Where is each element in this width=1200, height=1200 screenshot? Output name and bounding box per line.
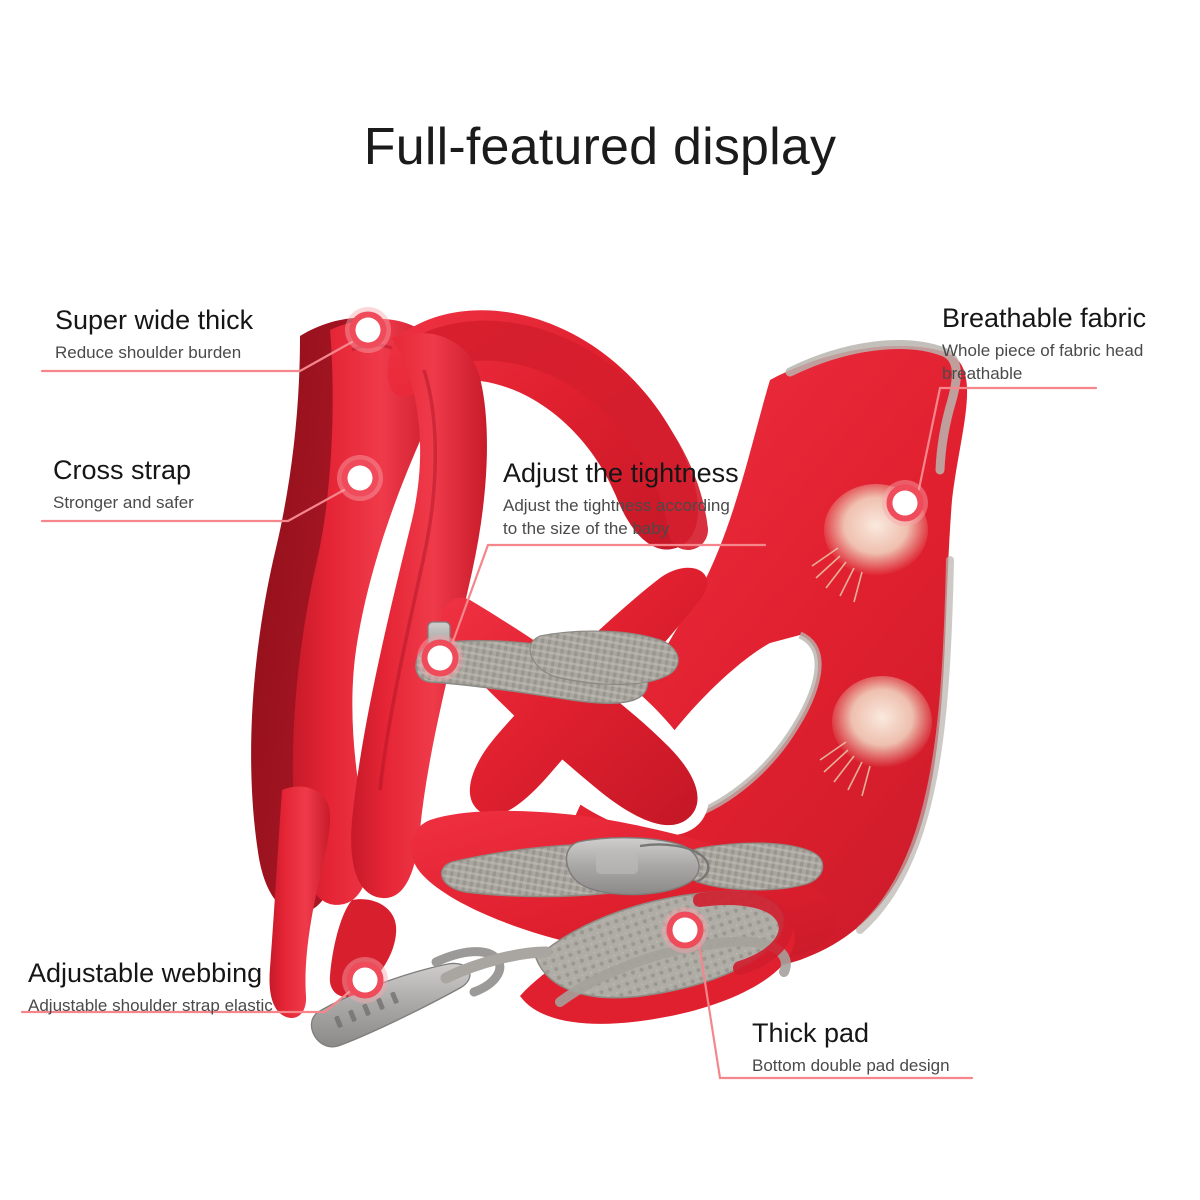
carrier-front-strap-seam	[378, 369, 437, 791]
marker-hotspot-thick-pad[interactable]	[662, 907, 708, 953]
callout-subtitle: Adjust the tightness according to the si…	[503, 495, 730, 538]
webbing-strap-waist-right	[683, 842, 824, 891]
callout-subtitle: Reduce shoulder burden	[55, 342, 242, 362]
page-title: Full-featured display	[363, 118, 837, 176]
marker-hotspot-cross-strap[interactable]	[337, 455, 383, 501]
carrier-cutout-edging	[671, 631, 822, 824]
callout-cross-strap: Cross strap Stronger and safer	[53, 455, 194, 515]
marker-hotspot-adjust-the-tightness[interactable]	[417, 635, 463, 681]
side-release-buckle	[565, 837, 710, 896]
callout-title: Cross strap	[53, 455, 192, 485]
callout-subtitle: Whole piece of fabric head breathable	[942, 340, 1144, 383]
callout-super-wide-thick: Super wide thick Reduce shoulder burden	[55, 305, 253, 365]
callout-title: Thick pad	[752, 1018, 870, 1048]
carrier-back-arc-strap	[410, 320, 708, 550]
marker-hotspot-super-wide-thick[interactable]	[345, 307, 391, 353]
callout-adjustable-webbing: Adjustable webbing Adjustable shoulder s…	[28, 958, 273, 1018]
carrier-left-strap-shadow	[251, 317, 411, 913]
callout-breathable-fabric: Breathable fabric Whole piece of fabric …	[942, 303, 1146, 386]
marker-hotspot-breathable-fabric[interactable]	[882, 480, 928, 526]
callout-subtitle: Bottom double pad design	[752, 1055, 950, 1075]
carrier-loose-strap-left	[269, 786, 331, 1018]
breathable-fluff-lower	[819, 676, 932, 797]
adjustable-webbing-assembly	[310, 946, 552, 1048]
callout-title: Adjust the tightness	[503, 458, 739, 488]
callout-title: Super wide thick	[55, 305, 254, 335]
callout-subtitle: Adjustable shoulder strap elastic	[28, 995, 273, 1015]
callout-thick-pad: Thick pad Bottom double pad design	[752, 1018, 950, 1078]
callout-subtitle: Stronger and safer	[53, 492, 194, 512]
callout-adjust-the-tightness: Adjust the tightness Adjust the tightnes…	[503, 458, 739, 541]
callout-title: Adjustable webbing	[28, 958, 263, 988]
marker-hotspot-adjustable-webbing[interactable]	[342, 957, 388, 1003]
carrier-front-vertical-strap	[351, 332, 487, 899]
carrier-mesh-edging-right	[856, 556, 954, 934]
callout-title: Breathable fabric	[942, 303, 1147, 333]
carrier-left-shoulder-pad	[292, 318, 441, 905]
